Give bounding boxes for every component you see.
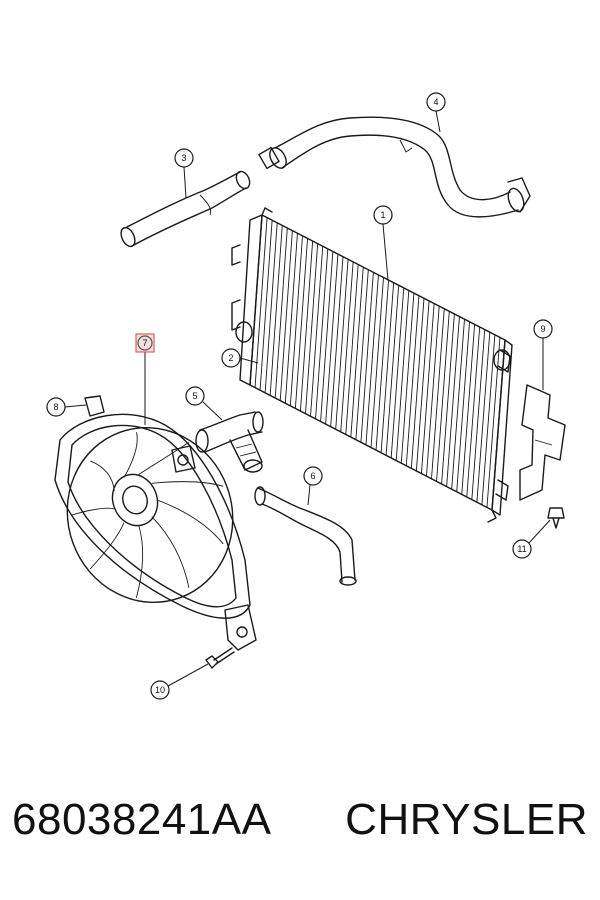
callout-label: 6 <box>310 471 315 481</box>
fan-shroud-assembly <box>54 395 257 651</box>
hose-upper-short <box>120 170 251 248</box>
callout-6: 6 <box>303 466 323 506</box>
callout-label: 11 <box>517 544 526 554</box>
clip-fastener <box>547 507 565 529</box>
callout-10: 10 <box>150 663 209 700</box>
callout-4: 4 <box>426 92 446 133</box>
callout-label: 4 <box>433 97 438 107</box>
callout-1: 1 <box>373 205 393 281</box>
callout-label: 2 <box>228 353 233 363</box>
callout-label: 8 <box>53 402 58 412</box>
callout-7: 7 <box>135 333 155 425</box>
callout-label: 3 <box>181 153 186 163</box>
radiator-fins <box>254 217 501 508</box>
part-number: 68038241AA <box>12 795 272 844</box>
hose-upper-long <box>258 116 531 218</box>
callout-3: 3 <box>174 148 194 199</box>
bolt <box>205 647 235 669</box>
fan-blades <box>71 432 224 598</box>
brand-name: CHRYSLER <box>345 795 588 844</box>
callout-label: 9 <box>540 324 545 334</box>
bracket-plate <box>519 384 566 501</box>
callout-label: 5 <box>192 391 197 401</box>
callout-11: 11 <box>512 519 551 559</box>
callout-2: 2 <box>221 348 259 368</box>
hose-lower-bent <box>254 486 357 586</box>
hose-lower-short <box>195 411 264 473</box>
callout-label: 1 <box>380 210 385 220</box>
part-info-footer: 68038241AA CHRYSLER <box>0 795 600 865</box>
callout-8: 8 <box>46 397 87 417</box>
radiator <box>231 207 513 523</box>
callout-5: 5 <box>185 386 223 421</box>
exploded-parts-diagram: 1 2 3 4 5 6 7 8 9 <box>46 92 566 700</box>
callout-9: 9 <box>533 319 553 390</box>
callout-label: 10 <box>155 685 165 695</box>
callout-label: 7 <box>142 338 147 348</box>
